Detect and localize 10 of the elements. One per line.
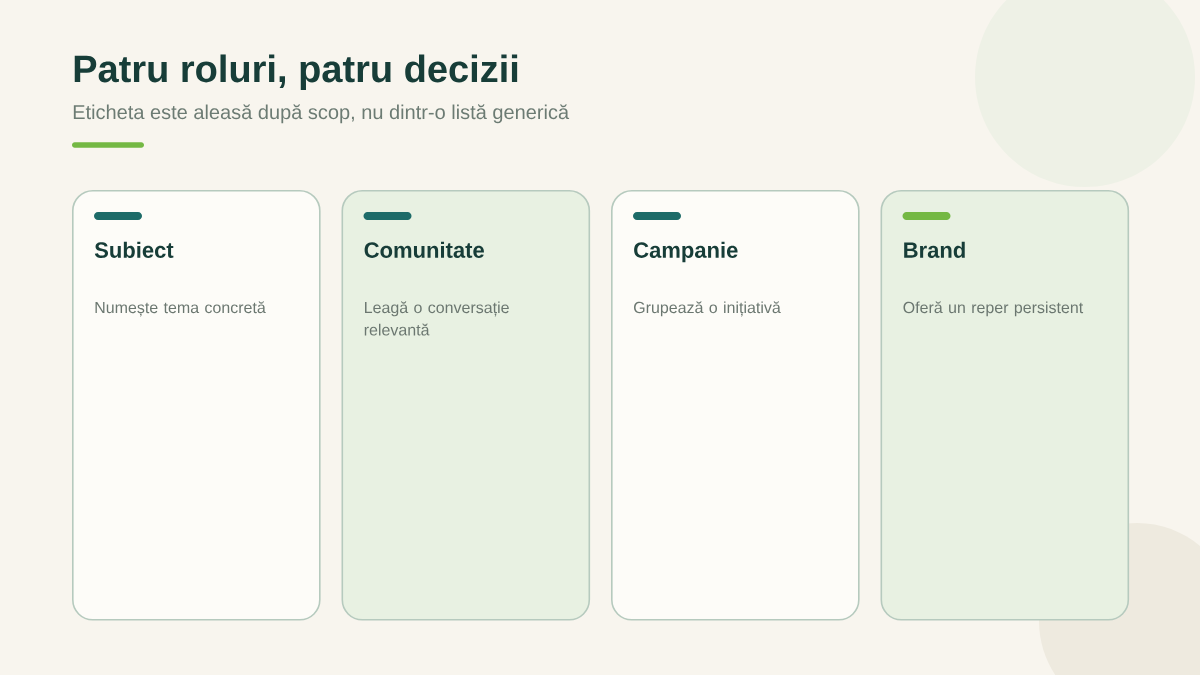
subtitle: Eticheta este aleasă după scop, nu dintr-o listă generică	[73, 104, 570, 124]
card-text: Numește tema concretă	[95, 301, 266, 317]
card-heading: Brand	[904, 241, 965, 258]
card-heading: Campanie	[634, 241, 738, 263]
title: Patru roluri, patru decizii	[74, 54, 518, 90]
card-text: Leagă o conversație relevantă	[364, 301, 509, 336]
card-heading: Subiect	[94, 241, 174, 258]
card-heading: Comunitate	[364, 241, 484, 258]
card-text: Grupează o inițiativă	[634, 301, 781, 317]
card-text: Oferă un reper persistent	[903, 301, 1084, 317]
